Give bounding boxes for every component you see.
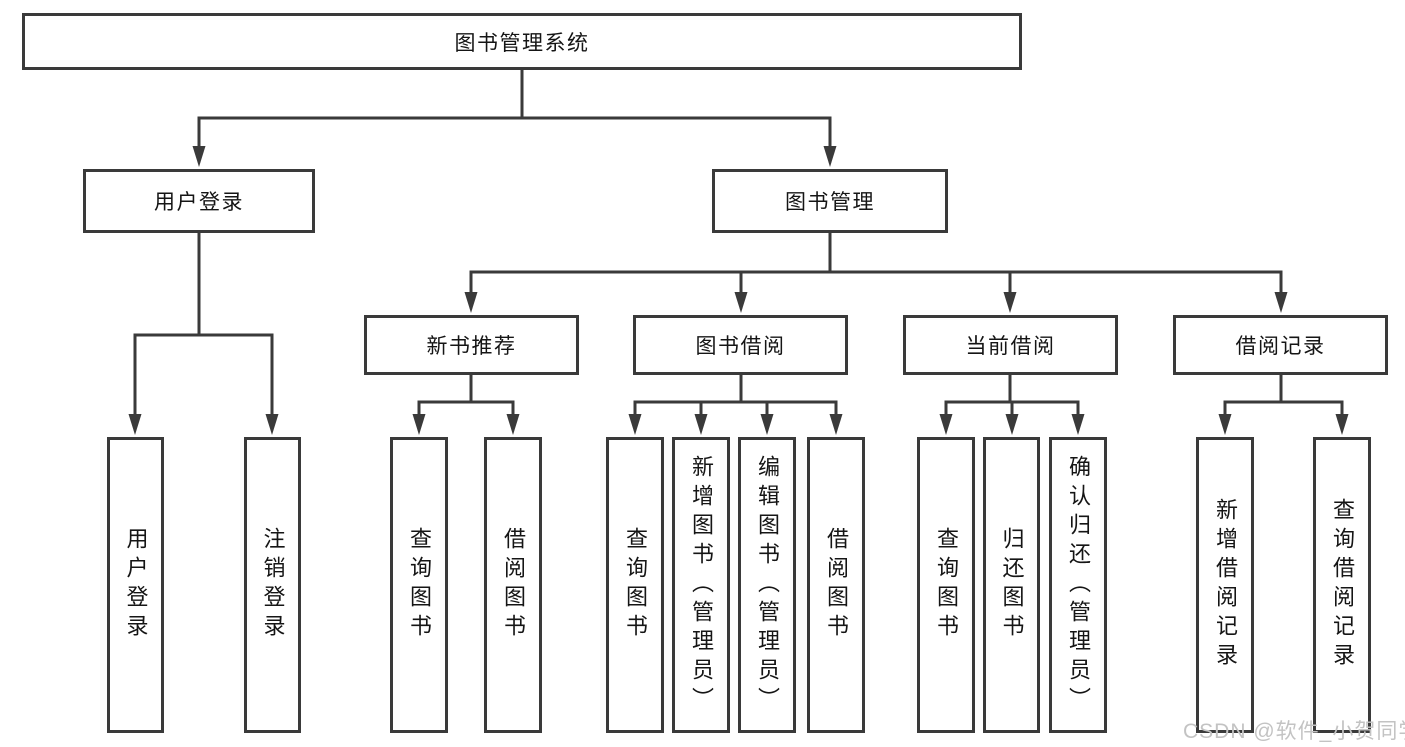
arrowheads [128, 146, 1349, 435]
node-user-login: 用户登录 [83, 169, 315, 233]
leaf-borrow-borrow-books: 借阅图书 [807, 437, 865, 733]
node-borrowing-records: 借阅记录 [1173, 315, 1388, 375]
leaf-newrec-query-books: 查询图书 [390, 437, 448, 733]
leaf-records-query-record: 查询借阅记录 [1313, 437, 1371, 733]
leaf-current-confirm-return-admin: 确认归还（管理员） [1049, 437, 1107, 733]
node-book-borrowing: 图书借阅 [633, 315, 848, 375]
leaf-user-login: 用户登录 [107, 437, 164, 733]
leaf-newrec-borrow-books: 借阅图书 [484, 437, 542, 733]
leaf-current-return-books: 归还图书 [983, 437, 1040, 733]
node-book-management: 图书管理 [712, 169, 948, 233]
leaf-current-query-books: 查询图书 [917, 437, 975, 733]
node-current-borrowing: 当前借阅 [903, 315, 1118, 375]
tree-branches [133, 70, 1344, 418]
node-system-title: 图书管理系统 [22, 13, 1022, 70]
node-new-book-recommend: 新书推荐 [364, 315, 579, 375]
leaf-logout-login: 注销登录 [244, 437, 301, 733]
leaf-records-add-record: 新增借阅记录 [1196, 437, 1254, 733]
leaf-borrow-add-books-admin: 新增图书（管理员） [672, 437, 730, 733]
csdn-watermark: CSDN @软件_小贺同学 [1183, 720, 1405, 743]
leaf-borrow-query-books: 查询图书 [606, 437, 664, 733]
leaf-borrow-edit-books-admin: 编辑图书（管理员） [738, 437, 796, 733]
